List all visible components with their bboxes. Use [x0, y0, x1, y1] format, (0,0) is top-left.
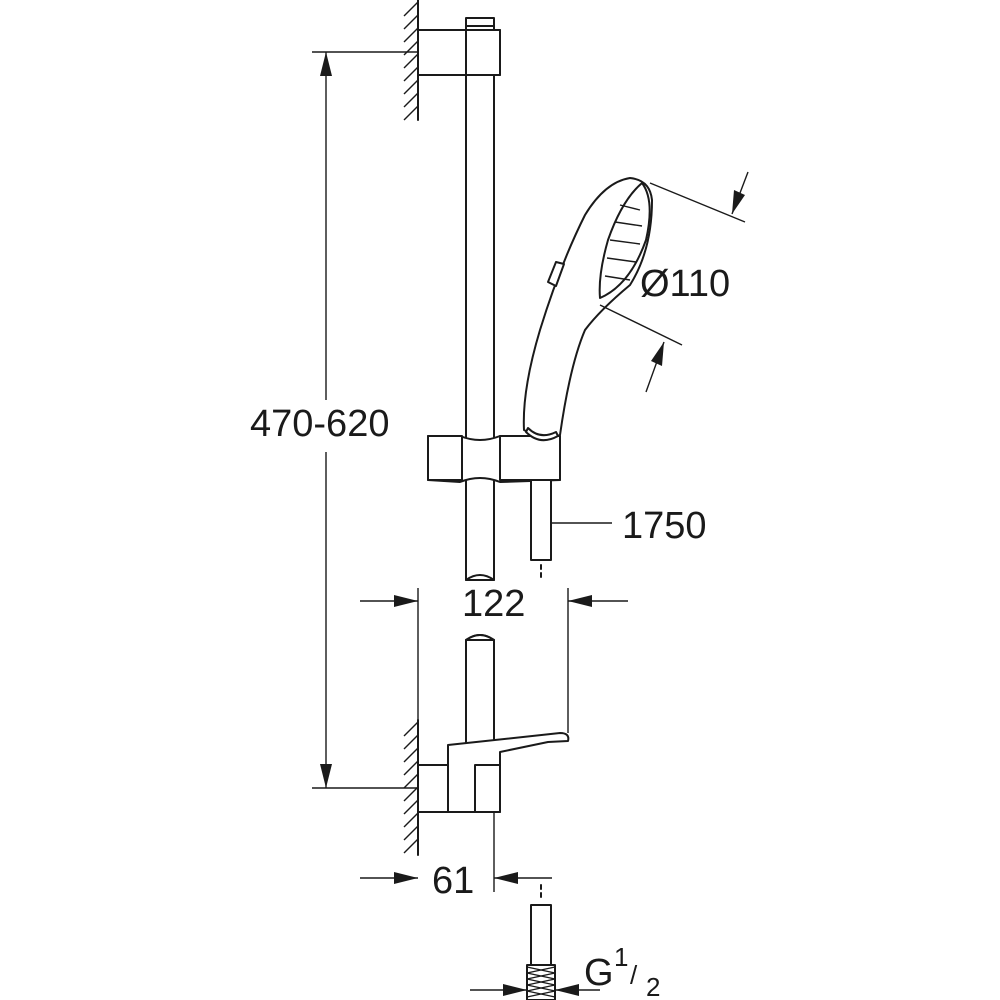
wall-hatch-line: [403, 721, 419, 737]
dim-wall-offset: [360, 812, 552, 892]
hose: [530, 479, 552, 581]
wall-hatch-line: [403, 66, 419, 82]
wall-top: [403, 0, 419, 121]
wall-bottom: [403, 719, 419, 856]
thread-label: G: [584, 952, 614, 994]
head-diameter-label: Ø110: [640, 263, 730, 305]
wall-hatch-line: [403, 27, 419, 43]
thread-den: 2: [646, 972, 660, 1000]
wall-hatch-line: [403, 786, 419, 802]
bottom-wall-bracket: [417, 732, 570, 813]
height-range-label: 470-620: [250, 403, 389, 445]
wall-offset-label: 61: [432, 860, 474, 902]
wall-hatch-line: [403, 105, 419, 121]
wall-hatch-line: [403, 747, 419, 763]
wall-hatch-line: [403, 40, 419, 56]
wall-hatch-line: [403, 53, 419, 69]
shower-rail: [465, 17, 495, 813]
wall-hatch-line: [403, 14, 419, 30]
wall-hatch-line: [403, 79, 419, 95]
wall-hatch-line: [403, 838, 419, 854]
knurl-line: [526, 966, 556, 974]
top-wall-bracket: [417, 29, 501, 76]
wall-hatch-line: [403, 1, 419, 17]
thread-main: G: [584, 952, 614, 994]
thread-sep: /: [630, 960, 638, 990]
dim-height: [312, 51, 418, 789]
wall-hatch-line: [403, 760, 419, 776]
wall-hatch-line: [403, 773, 419, 789]
dim-holder-projection: [360, 588, 628, 740]
wall-hatch-line: [403, 812, 419, 828]
wall-hatch-line: [403, 92, 419, 108]
holder-projection-label: 122: [462, 583, 525, 625]
hand-shower: [522, 177, 653, 442]
knurl-line: [526, 978, 556, 986]
knurl-line: [526, 990, 556, 998]
hose-connector: [470, 884, 600, 1000]
knurl-line: [526, 984, 556, 992]
hose-length-label: 1750: [622, 505, 707, 547]
wall-hatch-line: [403, 734, 419, 750]
knurl-line: [526, 972, 556, 980]
thread-num: 1: [614, 942, 628, 972]
slider-holder: [427, 435, 561, 483]
wall-hatch-line: [403, 799, 419, 815]
dim-head-diameter: [599, 171, 749, 393]
wall-hatch-line: [403, 825, 419, 841]
